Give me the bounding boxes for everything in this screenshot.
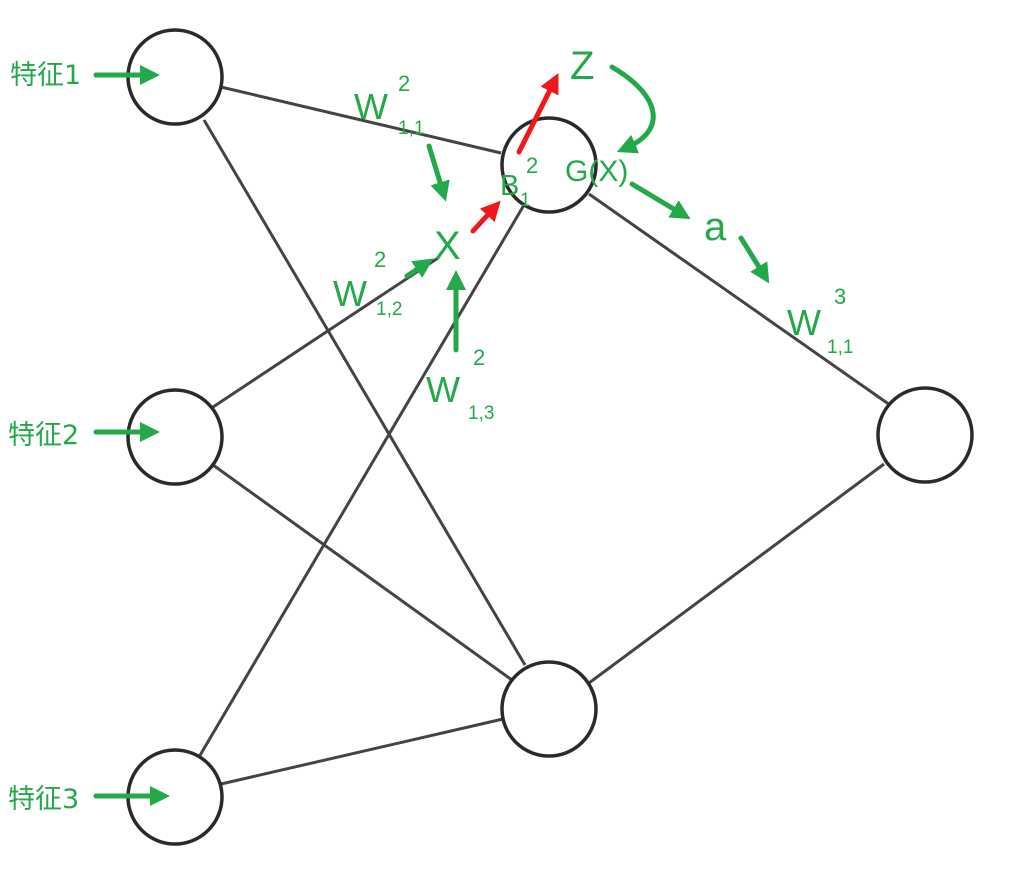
- weight-w2-12: W 2 1,2: [333, 247, 402, 320]
- gx-label: G(X): [565, 155, 628, 188]
- svg-text:W: W: [426, 369, 460, 410]
- svg-text:1,3: 1,3: [468, 403, 494, 424]
- feature-label-2: 特征2: [8, 420, 79, 451]
- w11-to-x-arrow: [426, 143, 450, 202]
- svg-text:B: B: [500, 170, 519, 202]
- edge-h1-out: [588, 192, 891, 407]
- weight-w2-13: W 2 1,3: [426, 345, 494, 424]
- svg-text:2: 2: [526, 153, 538, 178]
- edge-in2-h1: [212, 256, 439, 409]
- input-neuron-2: [126, 388, 224, 486]
- neurons: [126, 28, 974, 846]
- edge-in2-h2: [212, 463, 513, 682]
- weight-w2-11: W 2 1,1: [354, 71, 424, 139]
- x-to-bias-arrow: [470, 200, 501, 234]
- edge-in1-h2: [202, 119, 527, 666]
- gx-to-a-arrow: [629, 181, 691, 220]
- svg-text:1: 1: [520, 190, 531, 211]
- weight-w3-11: W 3 1,1: [787, 284, 853, 358]
- highlight-arrows: [470, 73, 559, 234]
- x-label: X: [434, 224, 461, 268]
- svg-text:2: 2: [398, 71, 410, 96]
- edge-h2-out: [588, 462, 885, 685]
- neuron-to-z-arrow: [516, 73, 559, 155]
- edge-in3-h1: [197, 204, 526, 758]
- connections: [197, 85, 891, 786]
- svg-text:1,1: 1,1: [827, 337, 853, 358]
- svg-text:W: W: [787, 302, 821, 343]
- svg-text:1,1: 1,1: [398, 118, 424, 139]
- feature-label-3: 特征3: [8, 784, 79, 815]
- hidden-neuron-2: [500, 660, 598, 758]
- svg-text:W: W: [333, 273, 367, 314]
- svg-text:3: 3: [834, 284, 846, 309]
- z-label: Z: [570, 44, 594, 88]
- edge-in1-h1: [220, 85, 502, 155]
- bias-b2-1: B 2 1: [500, 153, 538, 211]
- a-to-w3-arrow: [738, 235, 770, 284]
- z-to-gx-arrow: [609, 64, 656, 154]
- output-neuron: [876, 386, 974, 484]
- svg-text:2: 2: [374, 247, 386, 272]
- svg-text:2: 2: [473, 345, 485, 370]
- a-label: a: [704, 205, 727, 249]
- edge-in3-h2: [220, 717, 504, 786]
- svg-text:W: W: [354, 86, 388, 127]
- annotation-arrows: [93, 64, 770, 806]
- svg-text:1,2: 1,2: [376, 299, 402, 320]
- feature-label-1: 特征1: [10, 60, 81, 91]
- w12-to-x-arrow: [404, 258, 434, 279]
